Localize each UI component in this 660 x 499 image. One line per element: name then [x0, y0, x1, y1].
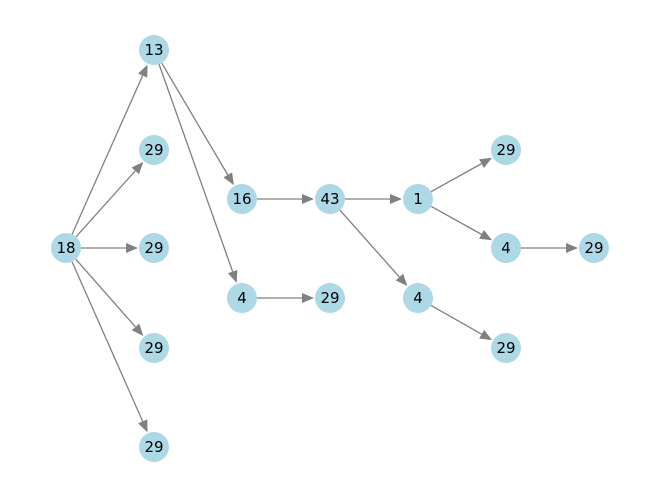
edge-n18-n29_b [81, 243, 138, 253]
edge-line [71, 75, 144, 235]
edge-line [430, 205, 482, 235]
edge-n18-n13 [71, 64, 148, 235]
node-label: 29 [496, 339, 515, 357]
node-label: 29 [320, 289, 339, 307]
node-label: 4 [413, 289, 423, 307]
node-circle [139, 432, 169, 462]
arrowhead [395, 273, 408, 287]
edge-n18-n29_d [71, 261, 148, 433]
nodes-layer: 18 13 29 29 29 29 16 4 43 29 1 4 29 4 29 29 [51, 35, 609, 462]
node-circle [403, 184, 433, 214]
node-n4_c: 4 [491, 233, 521, 263]
node-circle [139, 233, 169, 263]
arrowhead [390, 194, 402, 204]
node-circle [139, 135, 169, 165]
arrowhead [223, 172, 234, 186]
node-label: 4 [237, 289, 247, 307]
node-label: 29 [144, 141, 163, 159]
node-label: 13 [144, 41, 163, 59]
node-circle [403, 283, 433, 313]
arrowhead [131, 323, 144, 336]
edge-line [75, 258, 136, 328]
edge-n1-n4_c [430, 205, 493, 241]
node-n29_a: 29 [139, 135, 169, 165]
edge-line [430, 163, 482, 193]
node-circle [227, 184, 257, 214]
edge-n4_a-n29_e [257, 293, 314, 303]
arrowhead [302, 293, 314, 303]
arrowhead [138, 419, 148, 433]
edges-layer [71, 62, 578, 433]
node-n29_b: 29 [139, 233, 169, 263]
node-circle [51, 233, 81, 263]
arrowhead [566, 243, 578, 253]
edge-n18-n29_a [75, 161, 144, 238]
edge-line [158, 63, 234, 272]
node-circle [139, 35, 169, 65]
edge-n1-n29_f [430, 157, 493, 193]
node-label: 16 [232, 190, 251, 208]
arrowhead [138, 64, 148, 78]
node-circle [139, 333, 169, 363]
node-circle [491, 135, 521, 165]
node-n29_h: 29 [491, 333, 521, 363]
node-n16: 16 [227, 184, 257, 214]
node-circle [491, 333, 521, 363]
node-label: 29 [144, 438, 163, 456]
edge-n4_c-n29_g [521, 243, 578, 253]
edge-n43-n4_b [339, 209, 408, 287]
edge-n4_b-n29_h [430, 304, 493, 341]
node-n1: 1 [403, 184, 433, 214]
node-circle [227, 283, 257, 313]
node-label: 29 [496, 141, 515, 159]
node-label: 4 [501, 239, 511, 257]
arrowhead [479, 157, 493, 168]
edge-n16-n43 [257, 194, 314, 204]
edge-n43-n1 [345, 194, 402, 204]
node-n29_f: 29 [491, 135, 521, 165]
node-circle [315, 184, 345, 214]
arrowhead [227, 269, 238, 283]
node-circle [491, 233, 521, 263]
arrowhead [126, 243, 138, 253]
edge-line [161, 62, 229, 176]
node-circle [579, 233, 609, 263]
node-n43: 43 [315, 184, 345, 214]
node-n4_b: 4 [403, 283, 433, 313]
arrowhead [479, 230, 493, 241]
arrowhead [479, 329, 493, 341]
edge-line [75, 170, 136, 238]
node-label: 29 [144, 239, 163, 257]
node-n29_e: 29 [315, 283, 345, 313]
node-label: 18 [56, 239, 75, 257]
node-n4_a: 4 [227, 283, 257, 313]
arrowhead [131, 161, 144, 175]
edge-n18-n29_c [75, 258, 144, 336]
node-label: 29 [584, 239, 603, 257]
node-n29_d: 29 [139, 432, 169, 462]
node-n29_c: 29 [139, 333, 169, 363]
edge-line [71, 261, 144, 422]
edge-n13-n4_a [158, 63, 238, 283]
edge-line [430, 304, 482, 335]
node-label: 43 [320, 190, 339, 208]
node-n18: 18 [51, 233, 81, 263]
node-circle [315, 283, 345, 313]
edge-line [339, 209, 400, 278]
arrowhead [302, 194, 314, 204]
node-n13: 13 [139, 35, 169, 65]
edge-n13-n16 [161, 62, 234, 186]
node-n29_g: 29 [579, 233, 609, 263]
node-label: 29 [144, 339, 163, 357]
node-label: 1 [413, 190, 423, 208]
